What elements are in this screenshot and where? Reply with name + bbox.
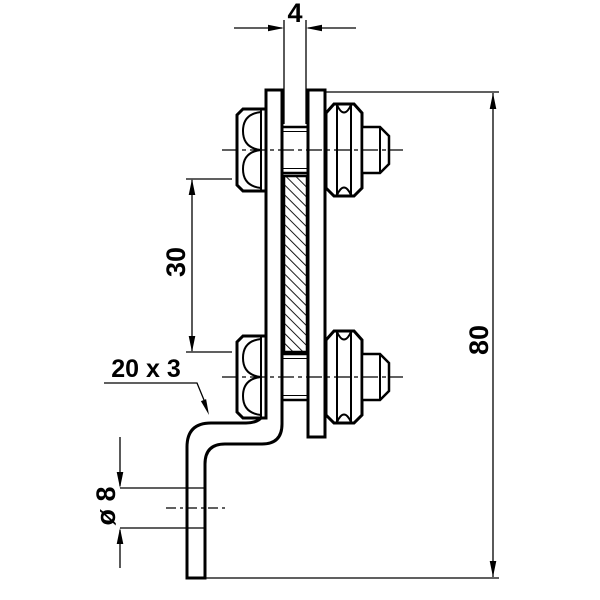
bolt-shank-bottom	[281, 352, 309, 402]
arrow-down-icon	[489, 561, 497, 577]
dimension-height-80: 80	[206, 91, 499, 579]
top-bolt-assembly	[235, 102, 391, 198]
bracket-z-bar	[185, 88, 284, 580]
arrow-up-icon	[489, 93, 497, 109]
label-20x3-text: 20 x 3	[111, 355, 181, 383]
arrow-right-icon	[268, 24, 284, 32]
dimension-hole-diameter: ø 8	[91, 437, 204, 568]
arrow-left-icon	[306, 24, 322, 32]
dim-label-clamp-length: 30	[161, 247, 191, 277]
arrow-down-icon	[116, 472, 124, 488]
dim-label-hole-diameter: ø 8	[91, 486, 121, 525]
arrow-up-icon	[188, 179, 196, 195]
dimension-width-4: 4	[234, 0, 356, 124]
leader-arrow-icon	[200, 399, 209, 415]
clamped-bar-section	[282, 174, 309, 354]
dim-label-gap-width: 4	[287, 0, 302, 28]
arrow-up-icon	[116, 528, 124, 544]
bolt-shank-top	[281, 125, 309, 175]
backing-plate	[306, 88, 327, 439]
label-bar-cross-section: 20 x 3	[104, 355, 209, 415]
dimension-length-30: 30	[161, 178, 232, 353]
arrow-down-icon	[188, 336, 196, 352]
dim-label-overall-height: 80	[464, 325, 494, 355]
centerlines	[166, 149, 403, 509]
